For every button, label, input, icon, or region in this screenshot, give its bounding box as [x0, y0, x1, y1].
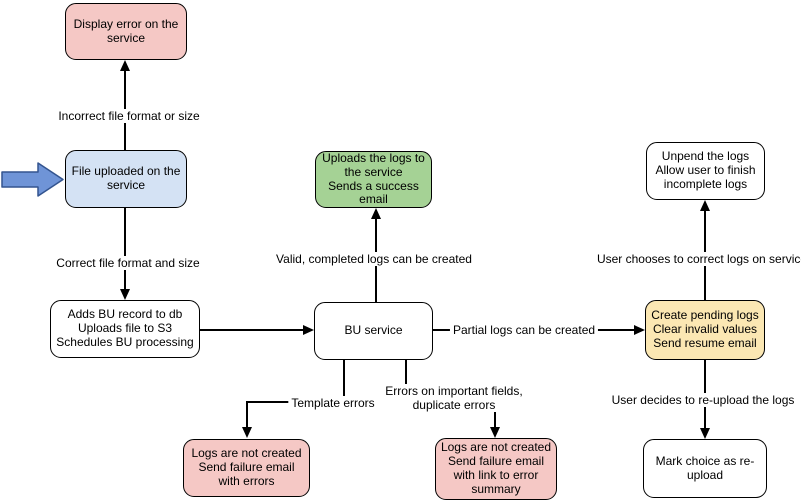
edge-important-errors-line-segment: [405, 360, 407, 397]
edge-label-correct-format: Correct file format and size: [53, 256, 203, 271]
edge-incorrect-format-arrowhead: [120, 60, 130, 71]
edge-correct-format-arrowhead: [120, 289, 130, 300]
node-logs-not-created-summary: Logs are not created Send failure email …: [435, 438, 557, 500]
edge-template-errors-arrowhead: [242, 427, 252, 438]
edge-label-important-errors: Errors on important fields, duplicate er…: [382, 384, 526, 413]
node-bu-service: BU service: [314, 302, 433, 360]
node-create-pending-logs: Create pending logs Clear invalid values…: [645, 300, 765, 360]
edge-template-errors-line-segment: [246, 401, 248, 427]
edge-to-bu-service-line: [200, 329, 304, 331]
edge-correct-on-service-arrowhead: [700, 200, 710, 211]
edge-important-errors-arrowhead: [490, 427, 500, 438]
entry-arrow-icon: [1, 162, 64, 197]
edge-partial-logs-arrowhead: [634, 325, 645, 335]
edge-label-correct-on-service: User chooses to correct logs on service: [593, 252, 801, 267]
node-mark-choice-reupload: Mark choice as re- upload: [643, 439, 767, 498]
edge-to-bu-service-arrowhead: [303, 325, 314, 335]
edge-reupload-arrowhead: [700, 428, 710, 439]
node-display-error: Display error on the service: [65, 3, 187, 60]
node-logs-not-created-errors: Logs are not created Send failure email …: [183, 439, 310, 497]
node-uploads-logs-success: Uploads the logs to the service Sends a …: [315, 151, 432, 208]
node-unpend-logs: Unpend the logs Allow user to finish inc…: [646, 142, 765, 200]
edge-valid-logs-arrowhead: [371, 208, 381, 219]
edge-template-errors-line-segment: [343, 360, 345, 402]
edge-label-incorrect-format: Incorrect file format or size: [55, 109, 203, 124]
edge-label-template-errors: Template errors: [288, 396, 378, 411]
node-adds-bu-record: Adds BU record to db Uploads file to S3 …: [50, 300, 200, 358]
edge-label-valid-logs: Valid, completed logs can be created: [273, 252, 475, 267]
edge-correct-format-line: [124, 208, 126, 289]
edge-label-reupload: User decides to re-upload the logs: [608, 393, 798, 408]
edge-label-partial-logs: Partial logs can be created: [449, 323, 599, 338]
node-file-uploaded: File uploaded on the service: [65, 150, 187, 208]
